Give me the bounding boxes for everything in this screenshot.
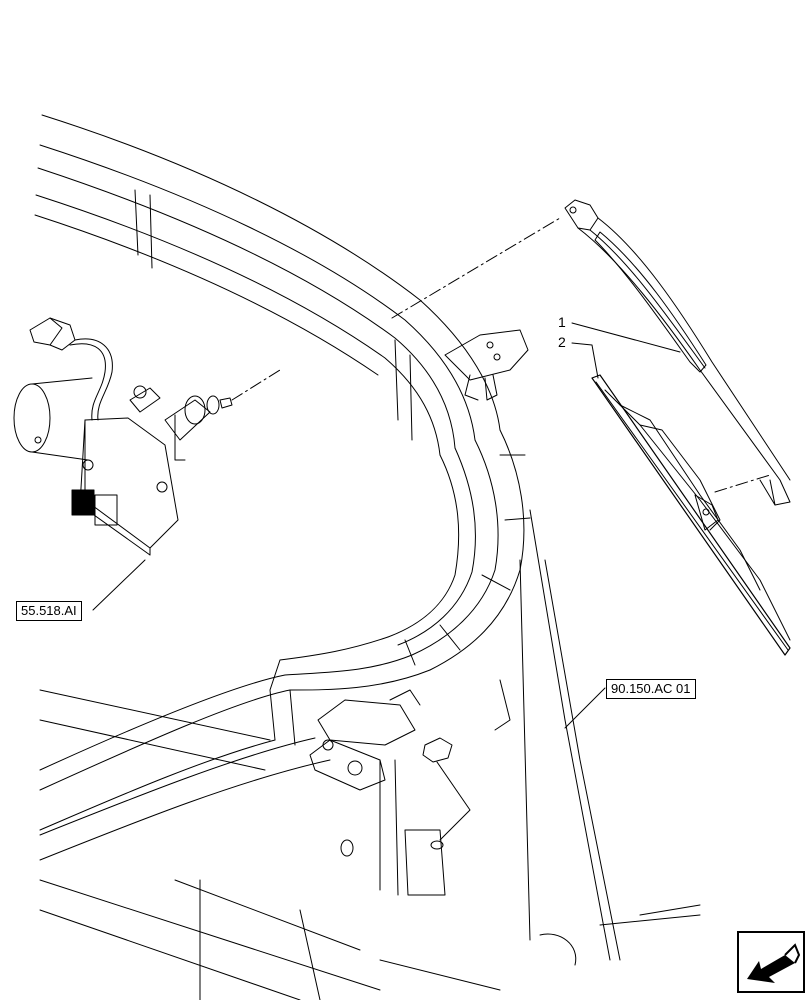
frame-reference-label[interactable]: 90.150.AC 01 [606, 679, 696, 699]
callout-item-1: 1 [558, 314, 566, 330]
cab-frame-cross-member [39, 636, 431, 861]
cab-frame-top-rail [34, 114, 501, 456]
wiper-mount-bracket [444, 329, 529, 401]
assembly-axis-lines [231, 217, 771, 493]
callout-item-2: 2 [558, 334, 566, 350]
lower-frame-structure [39, 689, 501, 1000]
motor-reference-label[interactable]: 55.518.AI [16, 601, 82, 621]
front-pillar [494, 509, 701, 966]
wiper-motor-assembly [13, 317, 233, 556]
callout-leaders [92, 322, 681, 729]
latch-bracket [309, 689, 471, 896]
cab-frame-corner [387, 429, 531, 671]
next-page-arrow-icon[interactable] [737, 931, 805, 993]
wiper-blade [591, 374, 791, 656]
wiper-arm [564, 199, 791, 506]
